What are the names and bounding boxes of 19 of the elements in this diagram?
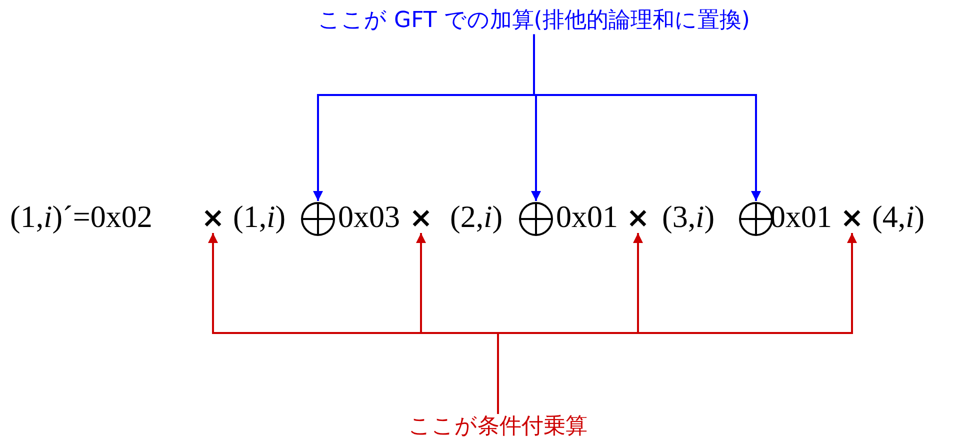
equation-term: (1,i) — [233, 201, 286, 232]
xor-symbol — [519, 202, 553, 236]
multiply-sign: × — [626, 204, 650, 232]
xor-symbol — [301, 202, 335, 236]
equation-term: 0x01 — [770, 201, 832, 232]
multiply-sign: × — [201, 204, 225, 232]
arrow — [533, 34, 761, 201]
equation-term: 0x03 — [338, 201, 400, 232]
annotation-text: ここが GFT での加算(排他的論理和に置換) — [318, 8, 750, 34]
equation-term: (1,i)´=0x02 — [10, 201, 152, 232]
xor-symbol — [739, 202, 773, 236]
multiply-sign: × — [409, 204, 433, 232]
annotation-text: ここが条件付乗算 — [408, 414, 588, 440]
equation-term: (4,i) — [872, 201, 925, 232]
multiply-sign: × — [840, 204, 864, 232]
equation-term: 0x01 — [556, 201, 618, 232]
equation-term: (3,i) — [662, 201, 715, 232]
equation-term: (2,i) — [450, 201, 503, 232]
arrow — [497, 233, 857, 414]
